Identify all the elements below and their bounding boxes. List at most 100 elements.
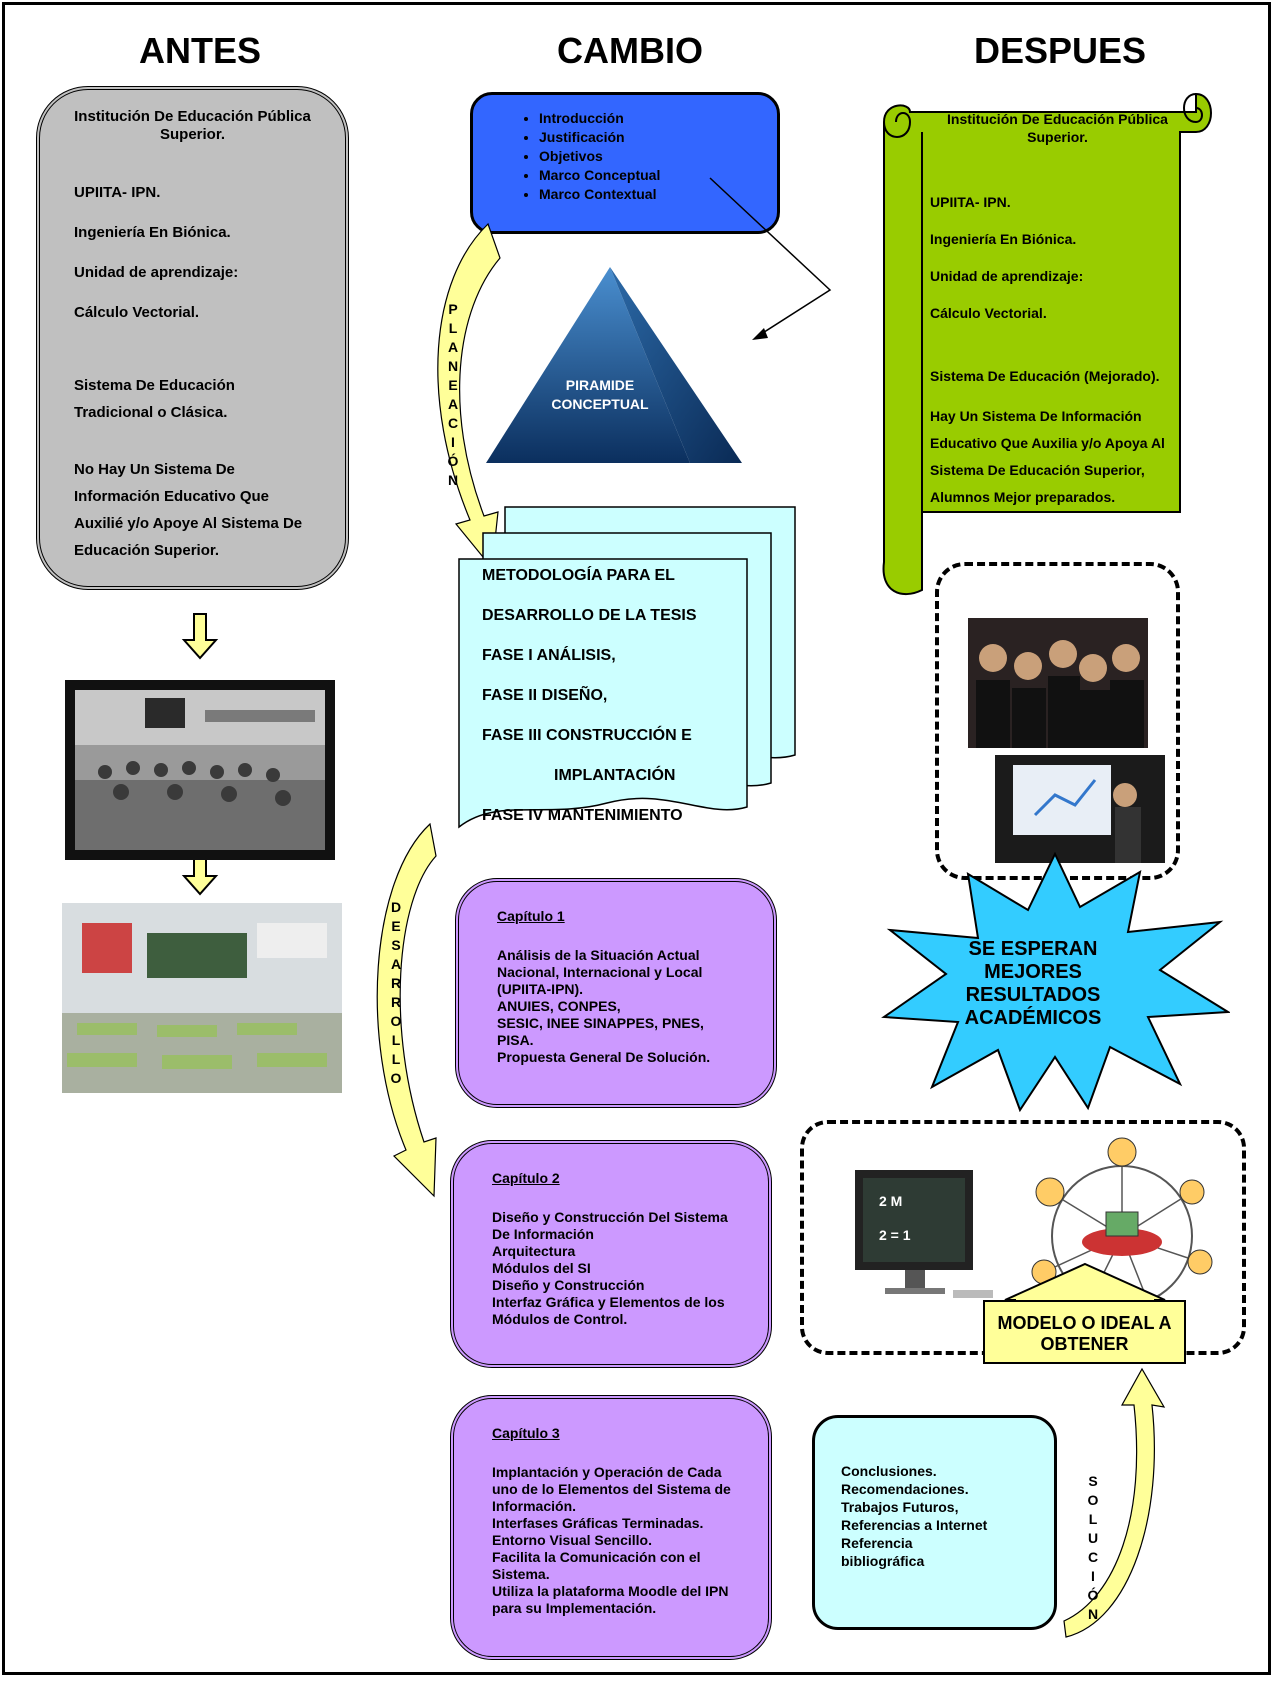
desarrollo-letter: A bbox=[390, 956, 402, 972]
chapter-line: Diseño y Construcción bbox=[492, 1277, 645, 1293]
conclusion-line: Conclusiones. bbox=[841, 1463, 937, 1479]
despues-line: Cálculo Vectorial. bbox=[930, 305, 1047, 321]
methodology-line: FASE I ANÁLISIS, bbox=[482, 647, 616, 664]
conclusion-line: Recomendaciones. bbox=[841, 1481, 969, 1497]
despues-line: Unidad de aprendizaje: bbox=[930, 268, 1084, 284]
chapter-line: SESIC, INEE SINAPPES, PNES, PISA. bbox=[497, 1015, 704, 1048]
desarrollo-letter: R bbox=[390, 994, 402, 1010]
chapter-line: Arquitectura bbox=[492, 1243, 576, 1259]
conclusion-line: Trabajos Futuros, bbox=[841, 1499, 959, 1515]
solucion-letter: L bbox=[1088, 1511, 1098, 1527]
desarrollo-letter: L bbox=[391, 1051, 401, 1067]
chapter-line: Facilita la Comunicación con el Sistema. bbox=[492, 1549, 701, 1582]
planeacion-letter: E bbox=[448, 377, 458, 393]
header-antes: ANTES bbox=[138, 30, 261, 71]
results-starburst-icon bbox=[881, 852, 1230, 1112]
methodology-line: DESARROLLO DE LA TESIS bbox=[482, 607, 697, 624]
chapter-3-box: Capítulo 3 Implantación y Operación de C… bbox=[450, 1395, 772, 1660]
chapter-line: Utiliza la plataforma Moodle del IPN par… bbox=[492, 1583, 729, 1616]
monitor-icon: 2 M 2 = 1 bbox=[845, 1170, 1005, 1310]
solucion-letter: U bbox=[1087, 1530, 1099, 1546]
solution-box: Conclusiones. Recomendaciones. Trabajos … bbox=[812, 1415, 1057, 1630]
svg-text:2 M: 2 M bbox=[879, 1193, 902, 1209]
chapter-line: Entorno Visual Sencillo. bbox=[492, 1532, 652, 1548]
solucion-letter: S bbox=[1088, 1473, 1098, 1489]
cambio-item: Marco Conceptual bbox=[539, 166, 759, 185]
chapter-line: Propuesta General De Solución. bbox=[497, 1049, 711, 1065]
conclusion-line: Referencia bibliográfica bbox=[841, 1535, 925, 1569]
antes-line: UPIITA- IPN. bbox=[74, 184, 161, 201]
connector-arrow-icon bbox=[709, 177, 832, 340]
old-classroom-photo bbox=[65, 680, 335, 860]
chapter-title: Capítulo 1 bbox=[497, 908, 565, 924]
chapter-1-box: Capítulo 1 Análisis de la Situación Actu… bbox=[455, 878, 777, 1108]
chapter-line: Interfases Gráficas Terminadas. bbox=[492, 1515, 704, 1531]
desarrollo-letter: E bbox=[391, 918, 401, 934]
planeacion-letter: A bbox=[447, 339, 459, 355]
smartboard-photo bbox=[995, 755, 1165, 863]
svg-text:2 = 1: 2 = 1 bbox=[879, 1227, 911, 1243]
empty-classroom-photo bbox=[62, 903, 342, 1093]
methodology-text: METODOLOGÍA PARA EL DESARROLLO DE LA TES… bbox=[482, 556, 762, 836]
methodology-documents-icon bbox=[458, 506, 796, 829]
desarrollo-letter: R bbox=[390, 975, 402, 991]
desarrollo-curved-arrow-icon bbox=[376, 822, 437, 1198]
chapter-title: Capítulo 3 bbox=[492, 1425, 560, 1441]
desarrollo-letter: L bbox=[391, 1032, 401, 1048]
planeacion-letter: P bbox=[448, 301, 458, 317]
chapter-2-box: Capítulo 2 Diseño y Construcción Del Sis… bbox=[450, 1140, 772, 1368]
despues-line: Ingeniería En Biónica. bbox=[930, 231, 1077, 247]
despues-line: Hay Un Sistema De Información Educativo … bbox=[930, 408, 1165, 505]
desarrollo-label: D E S A R R O L L O bbox=[388, 898, 404, 1088]
planeacion-letter: A bbox=[447, 396, 459, 412]
students-photo bbox=[968, 618, 1148, 748]
antes-line: Ingeniería En Biónica. bbox=[74, 224, 231, 241]
desarrollo-letter: D bbox=[390, 899, 402, 915]
planeacion-letter: I bbox=[451, 434, 455, 450]
cambio-box: Introducción Justificación Objetivos Mar… bbox=[470, 92, 780, 234]
despues-line: Sistema De Educación (Mejorado). bbox=[930, 368, 1160, 384]
pyramid-label: PIRAMIDE CONCEPTUAL bbox=[551, 377, 649, 412]
planeacion-letter: N bbox=[447, 472, 459, 488]
chapter-line: Implantación y Operación de Cada uno de … bbox=[492, 1464, 731, 1514]
planeacion-letter: C bbox=[447, 415, 459, 431]
conclusion-line: Referencias a Internet bbox=[841, 1517, 988, 1533]
solucion-letter: I bbox=[1091, 1568, 1095, 1584]
planeacion-letter: Ó bbox=[447, 453, 459, 469]
methodology-line: FASE III CONSTRUCCIÓN E bbox=[482, 727, 692, 744]
solucion-letter: Ó bbox=[1087, 1587, 1099, 1603]
desarrollo-letter: O bbox=[390, 1013, 402, 1029]
antes-line: Sistema De Educación Tradicional o Clási… bbox=[74, 377, 235, 421]
solucion-letter: C bbox=[1087, 1549, 1099, 1565]
planeacion-letter: L bbox=[448, 320, 458, 336]
cambio-item: Marco Contextual bbox=[539, 185, 759, 204]
antes-box: Institución De Educación Pública Superio… bbox=[36, 86, 349, 590]
antes-line: Unidad de aprendizaje: bbox=[74, 264, 239, 281]
model-box: MODELO O IDEAL A OBTENER bbox=[983, 1300, 1186, 1364]
cambio-item: Introducción bbox=[539, 109, 759, 128]
chapter-line: Interfaz Gráfica y Elementos de los Módu… bbox=[492, 1294, 725, 1327]
header-cambio: CAMBIO bbox=[557, 30, 703, 71]
methodology-line: FASE II DISEÑO, bbox=[482, 687, 608, 704]
header-despues: DESPUES bbox=[973, 30, 1147, 71]
pyramid-icon bbox=[486, 267, 742, 463]
antes-line: No Hay Un Sistema De Información Educati… bbox=[74, 461, 303, 559]
solucion-curved-arrow-icon bbox=[1063, 1367, 1166, 1638]
planeacion-letter: N bbox=[447, 358, 459, 374]
despues-scroll-shape bbox=[882, 92, 1212, 595]
cambio-item: Justificación bbox=[539, 128, 759, 147]
chapter-line: ANUIES, CONPES, bbox=[497, 998, 621, 1014]
methodology-line: IMPLANTACIÓN bbox=[554, 767, 676, 784]
solucion-label: S O L U C I Ó N bbox=[1085, 1472, 1101, 1624]
planeacion-curved-arrow-icon bbox=[437, 222, 501, 570]
chapter-line: Diseño y Construcción Del Sistema De Inf… bbox=[492, 1209, 728, 1242]
methodology-line: FASE IV MANTENIMIENTO bbox=[482, 807, 683, 824]
cambio-item: Objetivos bbox=[539, 147, 759, 166]
antes-line: Cálculo Vectorial. bbox=[74, 304, 200, 321]
desarrollo-letter: S bbox=[391, 937, 401, 953]
chapter-line: Análisis de la Situación Actual Nacional… bbox=[497, 947, 703, 997]
chapter-line: Módulos del SI bbox=[492, 1260, 591, 1276]
chapter-title: Capítulo 2 bbox=[492, 1170, 560, 1186]
methodology-line: METODOLOGÍA PARA EL bbox=[482, 567, 675, 584]
